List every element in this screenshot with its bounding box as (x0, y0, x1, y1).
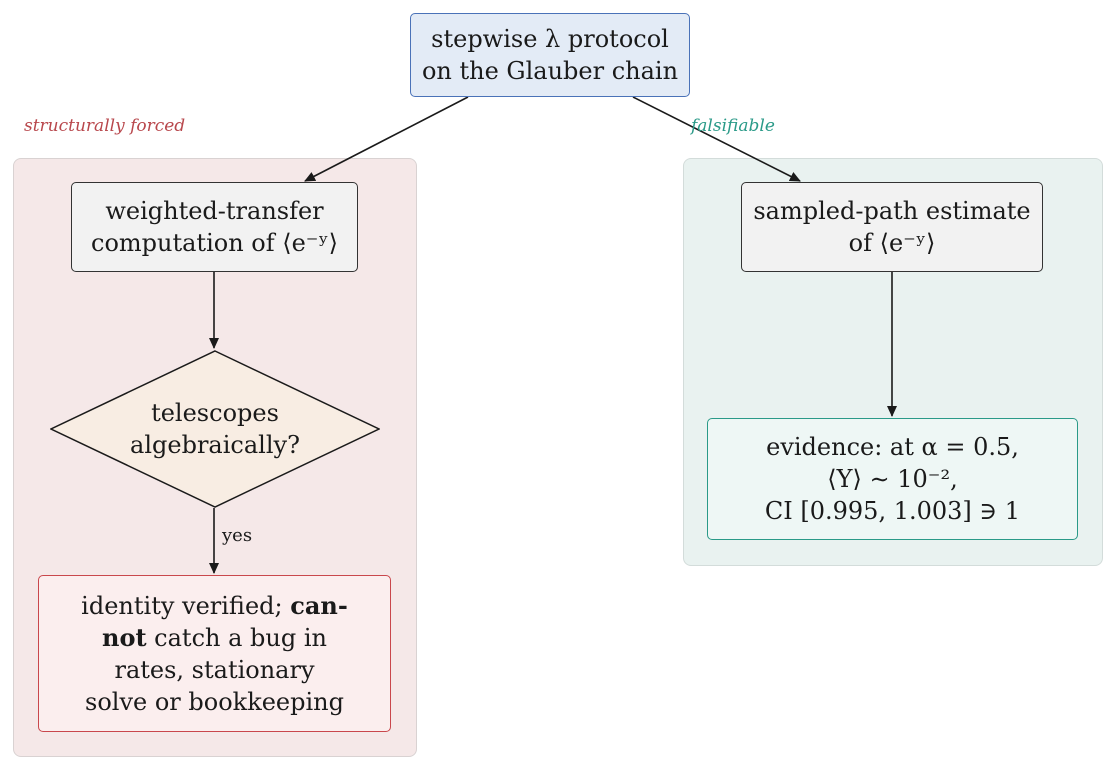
top-line-2: on the Glauber chain (421, 57, 679, 85)
decision-line-1: telescopes (151, 399, 279, 427)
result-line-1-a: identity verified; (81, 591, 291, 620)
evidence-line-3: CI [0.995, 1.003] ∋ 1 (764, 497, 1021, 525)
weighted-line-1: weighted-transfer (105, 197, 324, 225)
arrow-top-to-weighted (304, 96, 469, 182)
structurally-forced-label: structurally forced (24, 116, 186, 136)
identity-verified-node: identity verified; can- not catch a bug … (38, 575, 391, 732)
decision-line-2: algebraically? (130, 431, 300, 459)
top-line-1: stepwise λ protocol (431, 25, 669, 53)
evidence-line-1: evidence: at α = 0.5, (766, 433, 1019, 461)
result-line-1-b: can- (290, 590, 348, 620)
result-line-2: not catch a bug in (102, 622, 327, 654)
telescopes-decision-diamond (50, 350, 380, 508)
stepwise-protocol-node: stepwise λ protocol on the Glauber chain (410, 13, 690, 97)
result-line-3: rates, stationary (114, 655, 315, 684)
result-line-2-a: not (102, 622, 147, 652)
sampled-line-2: of ⟨e⁻ʸ⟩ (848, 229, 936, 257)
result-line-2-b: catch a bug in (146, 623, 327, 652)
evidence-line-2: ⟨Y⟩ ∼ 10⁻², (827, 465, 958, 493)
decision-label: telescopes algebraically? (50, 350, 380, 508)
falsifiable-label: falsifiable (691, 116, 775, 136)
result-line-1: identity verified; can- (81, 590, 348, 622)
weighted-transfer-node: weighted-transfer computation of ⟨e⁻ʸ⟩ (71, 182, 358, 272)
arrow-top-to-sampled (632, 96, 801, 182)
sampled-path-node: sampled-path estimate of ⟨e⁻ʸ⟩ (741, 182, 1043, 272)
weighted-line-2: computation of ⟨e⁻ʸ⟩ (91, 229, 338, 257)
yes-edge-label: yes (222, 525, 253, 546)
evidence-node: evidence: at α = 0.5, ⟨Y⟩ ∼ 10⁻², CI [0.… (707, 418, 1078, 540)
sampled-line-1: sampled-path estimate (753, 197, 1031, 225)
result-line-4: solve or bookkeeping (85, 687, 344, 716)
